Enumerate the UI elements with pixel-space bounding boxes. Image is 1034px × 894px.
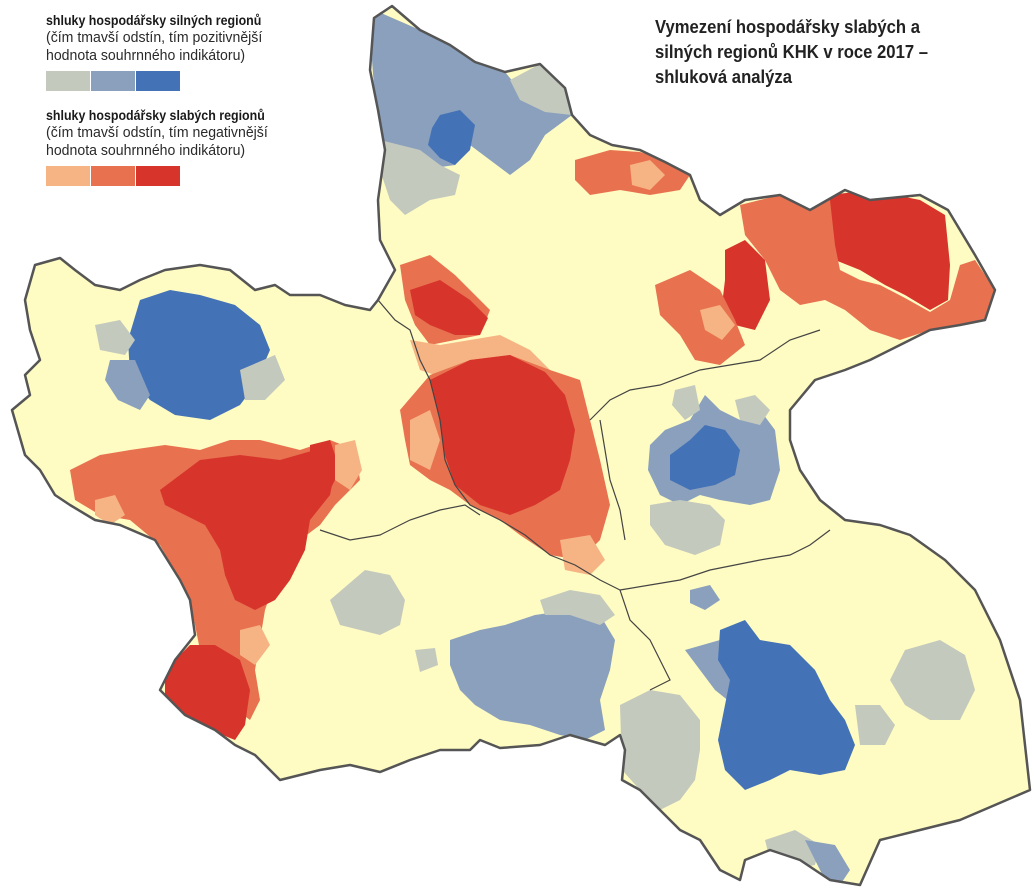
cluster-weak-light-w2	[95, 495, 125, 525]
cluster-strong-light-nw	[95, 320, 135, 355]
legend-weak-desc-line1: (čím tmavší odstín, tím negativnější	[46, 124, 268, 141]
cluster-weak-dark-sw	[165, 645, 250, 740]
cluster-strong-mid-nw	[105, 360, 150, 410]
cluster-weak-dark-cn	[410, 280, 488, 335]
legend-weak-desc-line2: hodnota souhrnného indikátoru)	[46, 142, 246, 159]
district-borders	[319, 299, 831, 691]
map-region	[10, 4, 1032, 887]
map-title-line2: silných regionů KHK v roce 2017 –	[655, 41, 928, 62]
cluster-strong-light-north	[510, 64, 572, 115]
cluster-strong-light-cs	[330, 570, 405, 635]
cluster-strong-mid-sc	[450, 610, 615, 740]
cluster-strong-light-se3	[855, 705, 895, 745]
legend-strong-title: shluky hospodářsky silných regionů	[46, 13, 262, 28]
map-title: Vymezení hospodářsky slabých a silných r…	[655, 14, 979, 89]
cluster-weak-dark-center	[430, 355, 575, 515]
swatch-weak-mid	[91, 166, 135, 186]
legend-strong-desc-line1: (čím tmavší odstín, tím pozitivnější	[46, 29, 263, 46]
cluster-weak-light-ne	[630, 160, 665, 190]
legend-weak-title: shluky hospodářsky slabých regionů	[46, 108, 265, 123]
cluster-strong-light-ce	[650, 500, 725, 555]
legend-weak-swatches	[46, 166, 346, 186]
cluster-strong-mid-north	[372, 10, 572, 175]
cluster-weak-light-ne3	[700, 305, 735, 340]
cluster-weak-light-sw	[240, 625, 270, 665]
cluster-strong-light-cs2	[415, 648, 438, 672]
district-border	[619, 529, 831, 591]
cluster-strong-light-nw2	[240, 355, 285, 400]
cluster-weak-dark-ne2	[722, 240, 770, 330]
cluster-strong-light-ce2	[735, 395, 770, 425]
legend-strong-swatches	[46, 71, 346, 91]
cluster-strong-dark-nw	[128, 290, 270, 420]
map-title-line3: shluková analýza	[655, 66, 792, 87]
cluster-strong-dark-north	[428, 110, 475, 165]
cluster-weak-light-center2	[560, 535, 605, 575]
swatch-strong-light	[46, 71, 90, 91]
cluster-weak-light-w	[335, 440, 362, 490]
district-border	[599, 419, 626, 541]
cluster-areas	[70, 10, 995, 885]
district-border	[319, 504, 481, 541]
legend-strong-desc-line2: hodnota souhrnného indikátoru)	[46, 47, 246, 64]
cluster-weak-dark-w2	[310, 440, 340, 490]
cluster-strong-mid-se4	[805, 840, 850, 885]
cluster-weak-mid-ne3	[655, 270, 745, 365]
legend: shluky hospodářsky silných regionů (čím …	[46, 12, 346, 202]
map-title-line1: Vymezení hospodářsky slabých a	[655, 16, 920, 37]
cluster-weak-dark-ne	[820, 190, 950, 310]
cluster-strong-dark-ce	[670, 425, 740, 490]
swatch-weak-light	[46, 166, 90, 186]
legend-strong: shluky hospodářsky silných regionů (čím …	[46, 12, 346, 91]
cluster-weak-light-center	[410, 410, 440, 470]
legend-weak: shluky hospodářsky slabých regionů (čím …	[46, 107, 346, 186]
cluster-strong-light-ce3	[672, 385, 700, 420]
cluster-strong-light-sc	[540, 590, 615, 625]
cluster-strong-dark-se	[718, 620, 855, 790]
cluster-weak-dark-w	[160, 450, 335, 610]
swatch-weak-dark	[136, 166, 180, 186]
swatch-strong-dark	[136, 71, 180, 91]
district-border	[589, 329, 821, 421]
swatch-strong-mid	[91, 71, 135, 91]
cluster-strong-light-se2	[890, 640, 975, 720]
cluster-weak-mid-ne2	[740, 195, 995, 340]
cluster-strong-mid-se5	[690, 585, 720, 610]
district-border	[377, 299, 671, 691]
cluster-strong-light-north2	[380, 140, 460, 215]
cluster-strong-light-se	[620, 690, 700, 810]
